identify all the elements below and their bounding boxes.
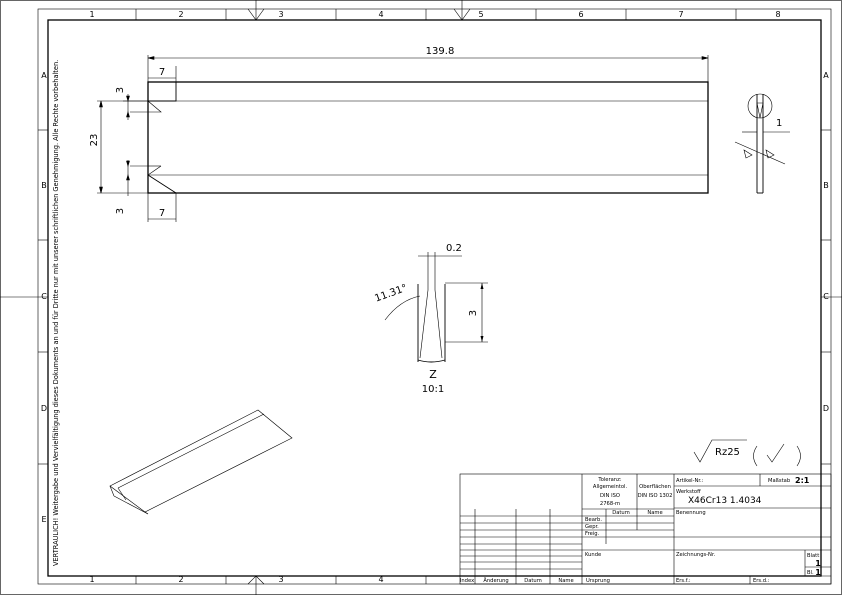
date-header: Datum	[612, 510, 630, 516]
sheet-label: Blatt	[807, 553, 819, 559]
side-view-part	[734, 93, 790, 194]
row-label-released: Freig.	[585, 531, 600, 537]
zone-row-right-b: B	[823, 181, 829, 190]
zone-row-right-c: C	[823, 292, 829, 301]
dim-chamfer-bottom-len: 7	[159, 208, 165, 219]
zone-col-top-4: 4	[378, 10, 383, 19]
zone-col-top-5: 5	[478, 10, 483, 19]
zone-col-top-6: 6	[578, 10, 583, 19]
tolerance-line-4: 2768-m	[600, 501, 620, 507]
dim-height	[97, 100, 148, 194]
designation-label: Benennung	[676, 510, 706, 516]
zone-col-top-1: 1	[89, 10, 94, 19]
tolerance-line-1: Toleranz:	[597, 477, 621, 483]
zone-col-bottom-4: 4	[378, 575, 383, 584]
sheets-label: Bl.	[807, 570, 814, 576]
detail-scale: 10:1	[422, 384, 444, 395]
replaced-for-label: Ers.f.:	[676, 578, 691, 584]
zone-col-bottom-1: 1	[89, 575, 94, 584]
rev-header-date: Datum	[524, 578, 542, 584]
rev-header-change: Änderung	[483, 577, 508, 584]
dim-detail-height: 3	[468, 310, 479, 316]
surface-roughness-value: Rz25	[715, 447, 740, 458]
dim-chamfer-bottom	[126, 160, 177, 222]
zone-col-top-8: 8	[775, 10, 780, 19]
confidentiality-note: VERTRAULICH! Weitergabe und Vervielfälti…	[52, 60, 60, 566]
material-value: X46Cr13 1.4034	[688, 496, 762, 506]
rev-header-name: Name	[558, 578, 573, 584]
zone-col-top-3: 3	[278, 10, 283, 19]
dim-chamfer-bottom-h: 3	[115, 208, 126, 214]
scale-value: 2:1	[795, 476, 810, 485]
customer-label: Kunde	[585, 552, 601, 558]
name-header: Name	[647, 510, 662, 516]
zone-col-top-2: 2	[178, 10, 183, 19]
rev-header-origin: Ursprung	[586, 578, 610, 584]
detail-label: Z	[429, 368, 437, 381]
surface-roughness-symbol	[693, 439, 801, 467]
zone-row-left-d: D	[41, 404, 47, 413]
dim-length	[147, 55, 709, 82]
sheets-value: 1	[815, 568, 821, 577]
surface-line-1: Oberflächen	[639, 484, 671, 490]
drawing-number-label: Zeichnungs-Nr.	[676, 552, 716, 558]
zone-row-left-b: B	[41, 181, 47, 190]
dim-side-thickness: 1	[776, 118, 782, 129]
scale-label: Maßstab	[768, 478, 791, 484]
isometric-view	[109, 409, 293, 515]
zone-col-bottom-3: 3	[278, 575, 283, 584]
row-label-processed: Bearb.	[585, 517, 602, 523]
article-number-label: Artikel-Nr.:	[676, 478, 704, 484]
detail-view-z	[384, 252, 488, 363]
dim-detail-angle: 11.31°	[373, 283, 408, 305]
dim-chamfer-top-len: 7	[159, 67, 165, 78]
replaced-by-label: Ers.d.:	[753, 578, 770, 584]
dim-length-value: 139.8	[426, 46, 455, 57]
zone-row-left-c: C	[41, 292, 47, 301]
dim-height-value: 23	[89, 134, 100, 147]
zone-row-left-e: E	[41, 515, 46, 524]
zone-row-left-a: A	[41, 71, 47, 80]
zone-col-bottom-2: 2	[178, 575, 183, 584]
zone-row-right-a: A	[823, 71, 829, 80]
main-view-part	[130, 81, 709, 194]
tolerance-line-3: DIN ISO	[600, 493, 620, 499]
row-label-checked: Gepr.	[585, 524, 599, 530]
title-block	[459, 473, 832, 585]
sheet-value: 1	[815, 559, 821, 568]
material-label: Werkstoff	[676, 489, 701, 495]
rev-header-index: Index	[460, 578, 474, 584]
tolerance-line-2: Allgemeintol.	[593, 484, 628, 490]
dim-chamfer-top-h: 3	[115, 87, 126, 93]
dim-chamfer-top	[123, 66, 177, 120]
dim-detail-tip: 0.2	[446, 243, 462, 254]
zone-row-right-d: D	[823, 404, 829, 413]
zone-col-top-7: 7	[678, 10, 683, 19]
surface-line-2: DIN ISO 1302	[638, 493, 673, 499]
